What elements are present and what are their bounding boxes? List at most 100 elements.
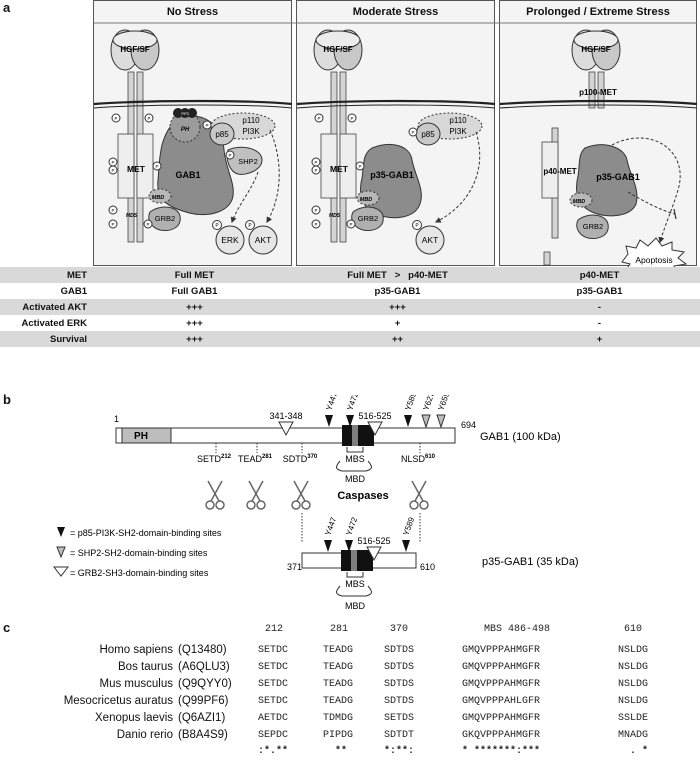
table-row: Activated ERK +++ + - (0, 315, 700, 331)
svg-text:P: P (155, 164, 158, 169)
legend-p85-icon (57, 527, 65, 537)
svg-text:516-525: 516-525 (357, 536, 390, 546)
pip3-label: PIP3 (181, 112, 189, 116)
row-header: Survival (0, 331, 93, 347)
title-no-stress: No Stress (166, 6, 219, 18)
erk-phospho: P (215, 223, 219, 229)
p40-met-fragment: p40-MET (541, 127, 577, 266)
p35-gab1-name: p35-GAB1 (35 kDa) (482, 556, 579, 568)
svg-text:P: P (114, 116, 117, 121)
p100-met-label: p100-MET (579, 88, 617, 97)
akt-phospho: P (248, 223, 252, 229)
mbd-label: MBD (152, 195, 165, 201)
table-cell: p35-GAB1 (499, 283, 700, 299)
hgf-ligand-3: HGF/SF (571, 29, 621, 71)
grb2-site-341 (278, 421, 294, 437)
met-receptor-1: MET MDS (117, 71, 154, 243)
title-extreme-stress: Prolonged / Extreme Stress (526, 6, 670, 18)
svg-text:GRB2: GRB2 (358, 214, 378, 223)
met-label: MET (127, 164, 146, 174)
p110-label: p110 (242, 116, 260, 125)
svg-text:P: P (205, 123, 208, 128)
site-sdtd370: SDTD370 (283, 454, 318, 464)
panel-a-diagram: HGF/SF MET MDS PH MBD GAB1 PIP3 p85 p110… (93, 22, 698, 270)
col-mbs: MBS 486-498 (483, 624, 550, 635)
table-cell: +++ (93, 315, 296, 331)
svg-text:Y627: Y627 (421, 395, 436, 412)
table-cell: Full GAB1 (93, 283, 296, 299)
svg-text:Y659: Y659 (436, 395, 451, 412)
panel-a-letter: a (3, 0, 11, 15)
p85-label: p85 (215, 130, 229, 139)
svg-text:Y589: Y589 (403, 395, 418, 412)
svg-text:MDS: MDS (329, 213, 341, 219)
hgf-ligand-2: HGF/SF (313, 29, 363, 71)
panel-b-letter: b (3, 392, 11, 407)
gab1-domain-bar: PH (115, 425, 456, 446)
akt-node-1: AKT P (245, 220, 278, 255)
svg-text:P: P (146, 222, 149, 227)
svg-text:P: P (314, 168, 317, 173)
table-cell: + (499, 331, 700, 347)
svg-text:Y472: Y472 (345, 395, 360, 412)
fragment-start: 371 (287, 562, 302, 572)
title-moderate-stress: Moderate Stress (352, 6, 439, 18)
grb2-site-516 (367, 421, 383, 437)
pi3k-complex-2: p85 p110 PI3K (415, 112, 483, 146)
table-row: Survival +++ ++ + (0, 331, 700, 347)
svg-text:MBD: MBD (360, 197, 373, 203)
hgf-label: HGF/SF (120, 45, 149, 54)
y447-site (325, 415, 333, 427)
table-cell: p35-GAB1 (296, 283, 499, 299)
svg-text:P: P (350, 116, 353, 121)
table-row: MET Full MET Full MET > p40-MET p40-MET (0, 267, 700, 283)
p100-met-stub: p100-MET (579, 71, 617, 109)
table-cell: Full MET (93, 267, 296, 283)
svg-text:PI3K: PI3K (449, 127, 467, 136)
p35-gab1-label: p35-GAB1 (370, 170, 414, 180)
svg-text:AKT: AKT (422, 235, 439, 245)
p35-gab1-protein-2: MBD p35-GAB1 (356, 144, 422, 219)
gab1-label: GAB1 (175, 170, 200, 180)
end-residue: 694 (461, 420, 476, 430)
table-row: GAB1 Full GAB1 p35-GAB1 p35-GAB1 (0, 283, 700, 299)
mbs-label: MBS (345, 454, 365, 464)
fragment-grb2-site (366, 546, 382, 562)
svg-text:Y589: Y589 (401, 516, 416, 537)
grb2-label: GRB2 (155, 214, 175, 223)
range-341-348: 341-348 (269, 411, 302, 421)
legend-shp2-icon (56, 546, 66, 559)
svg-text:P: P (228, 153, 231, 158)
table-cell: p40-MET (499, 267, 700, 283)
shp2-label: SHP2 (238, 157, 258, 166)
table-row: Mus musculus (Q9QYY0) SETDC TEADG SDTDS … (99, 678, 649, 690)
panel-c-letter: c (3, 620, 11, 635)
svg-text:P: P (358, 164, 361, 169)
erk-node: ERK P (212, 220, 245, 255)
col-281: 281 (329, 624, 348, 635)
svg-text:P: P (147, 116, 150, 121)
svg-text:P: P (317, 116, 320, 121)
site-tead281: TEAD281 (238, 454, 273, 464)
pip3-cluster: PIP3 (173, 108, 197, 118)
table-cell: + (296, 315, 499, 331)
pi3k-complex-1: p85 p110 PI3K (209, 112, 276, 146)
table-cell: +++ (296, 299, 499, 315)
svg-text:P: P (415, 223, 419, 229)
svg-text:P: P (111, 160, 114, 165)
apoptosis-burst: Apoptosis (621, 237, 688, 270)
y659-site (436, 414, 446, 429)
table-cell: - (499, 299, 700, 315)
svg-text:HGF/SF: HGF/SF (581, 45, 610, 54)
svg-text:p110: p110 (449, 116, 467, 125)
site-setd212: SETD212 (197, 454, 232, 464)
svg-text:HGF/SF: HGF/SF (323, 45, 352, 54)
table-cell: Full MET > p40-MET (296, 267, 499, 283)
svg-text:P: P (111, 222, 114, 227)
panel-b-diagram: PH 1 694 GAB1 (100 kDa) 341-348 516-525 … (52, 395, 579, 611)
svg-text:Y447: Y447 (324, 395, 339, 412)
svg-text:P: P (314, 160, 317, 165)
consensus-row: :*.** ** *:**: * *******:*** . * (258, 746, 649, 757)
y589-site (404, 415, 412, 427)
svg-text:p85: p85 (421, 130, 435, 139)
